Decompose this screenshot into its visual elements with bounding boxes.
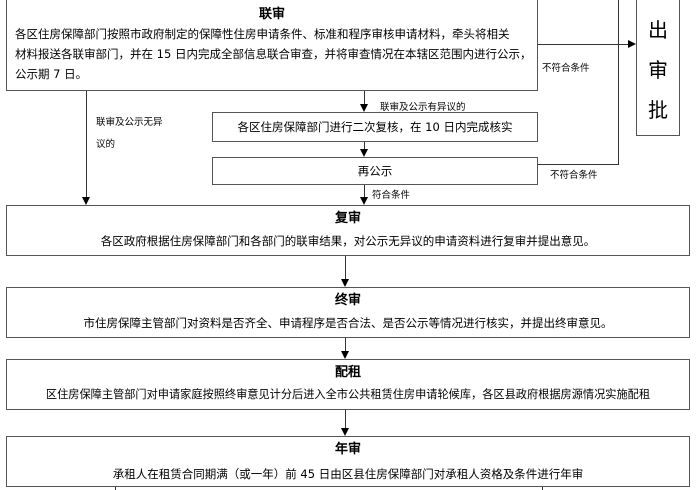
connector-line — [538, 44, 628, 45]
connector-line — [115, 487, 116, 490]
final-review-text: 市住房保障主管部门对资料是否齐全、申请程序是否合法、是否公示等情况进行核实，并提… — [83, 316, 613, 330]
connector-line — [364, 91, 365, 105]
allocation-text: 区住房保障主管部门对申请家庭按照终审意见计分后进入全市公共租赁住房申请轮候库，各… — [45, 388, 651, 401]
arrow-head — [341, 351, 349, 359]
no-objection-label-2: 议的 — [96, 139, 116, 150]
arrow-head — [341, 279, 349, 287]
republish-box: 再公示 — [212, 157, 538, 185]
arrow-head — [341, 428, 349, 436]
joint-review-line-3: 公示期 7 日。 — [15, 67, 88, 81]
allocation-title: 配租 — [334, 365, 361, 380]
re-review-box: 复审 各区政府根据住房保障部门和各部门的联审结果，对公示无异议的申请资料进行复审… — [6, 205, 690, 256]
joint-review-title: 联审 — [258, 7, 285, 22]
allocation-box: 配租 区住房保障主管部门对申请家庭按照终审意见计分后进入全市公共租赁住房申请轮候… — [6, 359, 690, 410]
no-objection-label-1: 联审及公示无异 — [96, 117, 163, 128]
annual-review-title: 年审 — [334, 442, 361, 457]
arrow-head — [628, 40, 636, 48]
annual-review-box: 年审 承租人在租赁合同期满（或一年）前 45 日由区县住房保障部门对承租人资格及… — [6, 436, 690, 487]
joint-review-box: 联审 各区住房保障部门按照市政府制定的保障性住房申请条件、标准和程序审核申请材料… — [6, 0, 538, 91]
not-qualified-label: 不符合条件 — [542, 63, 590, 74]
arrow-head — [360, 104, 368, 112]
connector-line — [345, 256, 346, 279]
exit-char-3: 批 — [648, 98, 668, 122]
arrow-head — [360, 197, 368, 205]
connector-line — [618, 0, 619, 165]
connector-line — [345, 338, 346, 352]
annual-review-text: 承租人在租赁合同期满（或一年）前 45 日由区县住房保障部门对承租人资格及条件进… — [112, 467, 584, 481]
connector-line — [345, 410, 346, 429]
connector-line — [542, 487, 543, 490]
second-check-text: 各区住房保障部门进行二次复核，在 10 日内完成核实 — [237, 120, 513, 134]
final-review-title: 终审 — [334, 293, 361, 308]
exit-approval-box: 出 审 批 — [636, 0, 680, 136]
arrow-head — [82, 197, 90, 205]
connector-line — [538, 164, 619, 165]
not-qualified-label: 不符合条件 — [550, 170, 598, 181]
connector-line — [364, 185, 365, 197]
re-review-text: 各区政府根据住房保障部门和各部门的联审结果，对公示无异议的申请资料进行复审并提出… — [100, 234, 596, 248]
final-review-box: 终审 市住房保障主管部门对资料是否齐全、申请程序是否合法、是否公示等情况进行核实… — [6, 287, 690, 338]
re-review-title: 复审 — [334, 211, 361, 226]
qualified-label: 符合条件 — [372, 190, 411, 201]
second-check-box: 各区住房保障部门进行二次复核，在 10 日内完成核实 — [212, 112, 538, 142]
exit-char-1: 出 — [648, 18, 668, 42]
exit-char-2: 审 — [648, 58, 668, 82]
connector-line — [86, 91, 87, 198]
connector-line — [364, 142, 365, 150]
republish-text: 再公示 — [357, 164, 393, 178]
joint-review-line-1: 各区住房保障部门按照市政府制定的保障性住房申请条件、标准和程序审核申请材料，牵头… — [15, 27, 510, 41]
joint-review-line-2: 材料报送各联审部门，并在 15 日内完成全部信息联合审查，并将审查情况在本辖区范… — [15, 47, 532, 61]
arrow-head — [360, 149, 368, 157]
objection-label: 联审及公示有异议的 — [380, 102, 466, 113]
